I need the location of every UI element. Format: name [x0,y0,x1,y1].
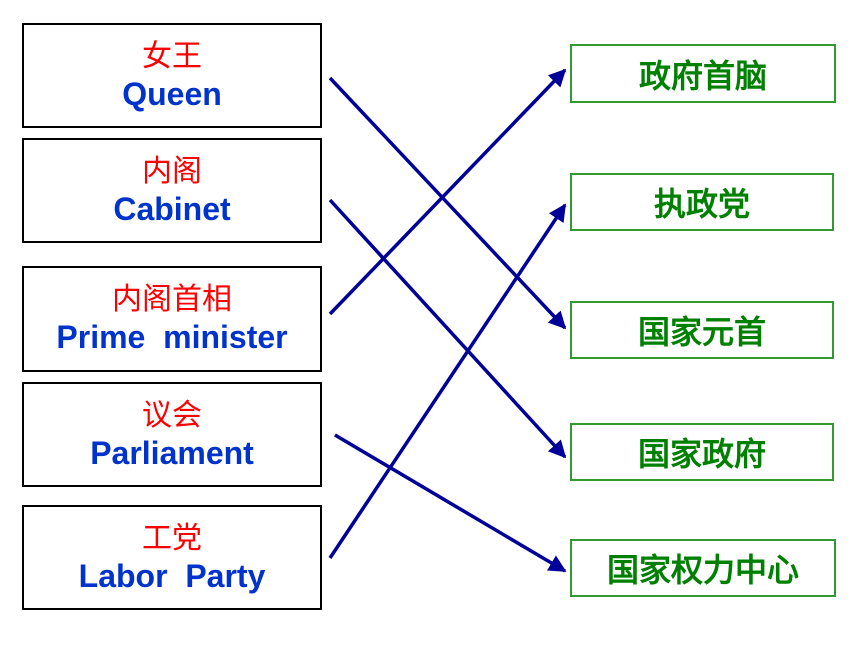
left-box-prime-minister: 内阁首相 Prime minister [22,266,322,372]
left-label-zh: 内阁 [142,153,202,189]
right-box-ruling-party: 执政党 [570,173,834,231]
left-box-labor-party: 工党 Labor Party [22,505,322,610]
right-box-head-of-state: 国家元首 [570,301,834,359]
left-box-parliament: 议会 Parliament [22,382,322,487]
left-label-zh: 内阁首相 [112,282,232,317]
right-box-power-center: 国家权力中心 [570,539,836,597]
right-box-national-government: 国家政府 [570,423,834,481]
arrow-labor-party-to-ruling-party [328,203,567,559]
left-label-en: Parliament [90,434,254,471]
left-label-en: Labor Party [78,557,266,594]
right-box-head-of-government: 政府首脑 [570,44,836,103]
left-label-en: Cabinet [113,190,231,227]
left-label-en: Queen [122,75,222,112]
left-box-queen: 女王 Queen [22,23,322,128]
left-label-en: Prime minister [56,319,288,355]
arrow-parliament-to-power-center [334,433,567,573]
left-box-cabinet: 内阁 Cabinet [22,138,322,243]
left-label-zh: 女王 [142,38,202,74]
left-label-zh: 议会 [142,397,202,433]
arrow-cabinet-to-national-government [328,198,567,459]
arrow-prime-minister-to-head-of-government [328,68,567,316]
arrow-queen-to-head-of-state [328,76,567,330]
left-label-zh: 工党 [142,520,202,556]
